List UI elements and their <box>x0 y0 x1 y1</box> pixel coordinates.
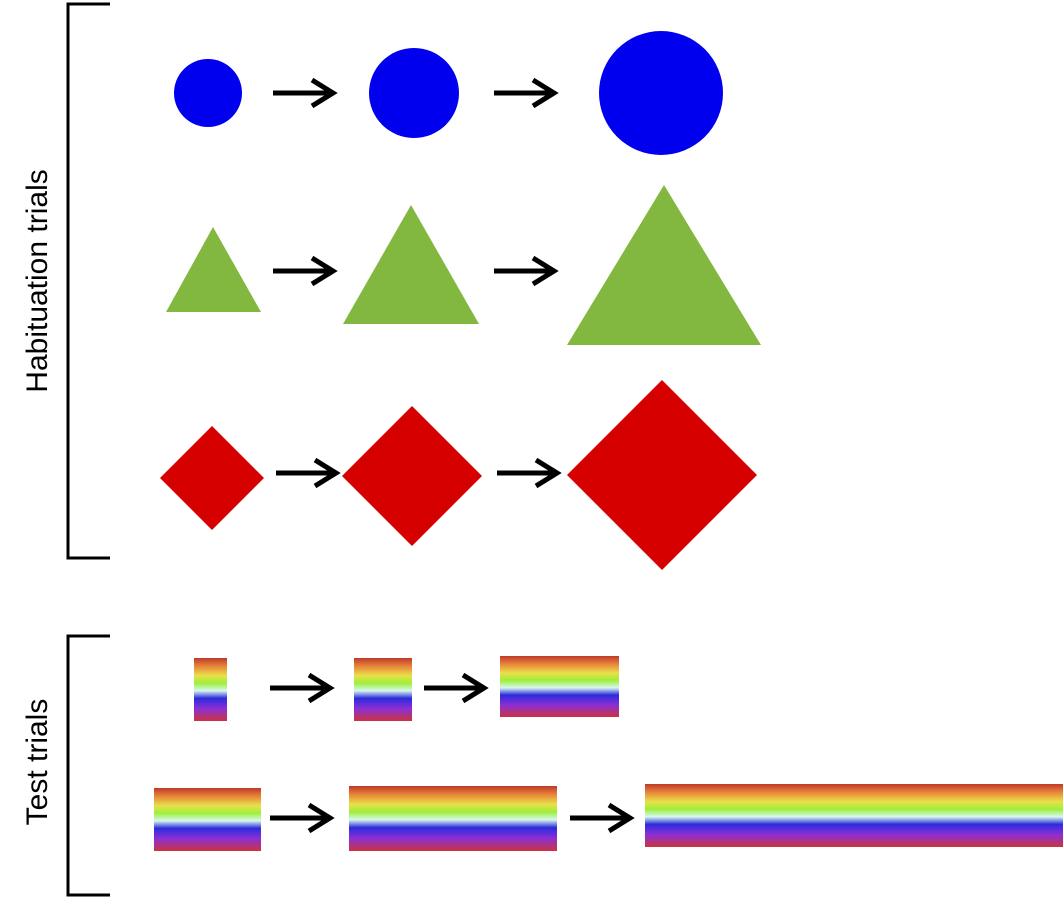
test-row-2 <box>154 784 1063 851</box>
arrow-icon <box>494 255 559 287</box>
circle-small <box>174 59 242 127</box>
arrow-icon <box>570 802 635 834</box>
rainbow-rect-wide-medium <box>349 786 557 851</box>
habituation-label: Habituation trials <box>21 169 54 392</box>
circle-medium <box>369 48 459 138</box>
rainbow-rect-medium <box>354 658 412 721</box>
diamond-large <box>567 380 757 570</box>
arrow-icon <box>494 77 559 109</box>
rainbow-rect-wide-small <box>154 788 261 851</box>
rainbow-rect-small <box>194 658 227 721</box>
test-bracket <box>66 634 110 897</box>
circle-large <box>599 31 723 155</box>
circle-row <box>174 31 723 155</box>
arrow-icon <box>273 255 338 287</box>
rainbow-rect-large <box>500 656 619 717</box>
arrow-icon <box>270 672 335 704</box>
arrow-icon <box>273 77 338 109</box>
arrow-icon <box>276 457 341 489</box>
triangle-medium <box>343 205 479 324</box>
diamond-medium <box>342 406 482 546</box>
triangle-small <box>166 227 261 312</box>
test-label: Test trials <box>21 699 54 826</box>
triangle-large <box>567 185 761 345</box>
arrow-icon <box>497 457 562 489</box>
habituation-bracket <box>66 2 110 560</box>
diamond-row <box>160 380 757 570</box>
diamond-small <box>160 426 264 530</box>
triangle-row <box>166 185 761 345</box>
test-row-1 <box>194 656 619 721</box>
rainbow-rect-wide-large <box>645 784 1063 847</box>
arrow-icon <box>270 802 335 834</box>
arrows <box>270 77 635 834</box>
arrow-icon <box>424 672 489 704</box>
